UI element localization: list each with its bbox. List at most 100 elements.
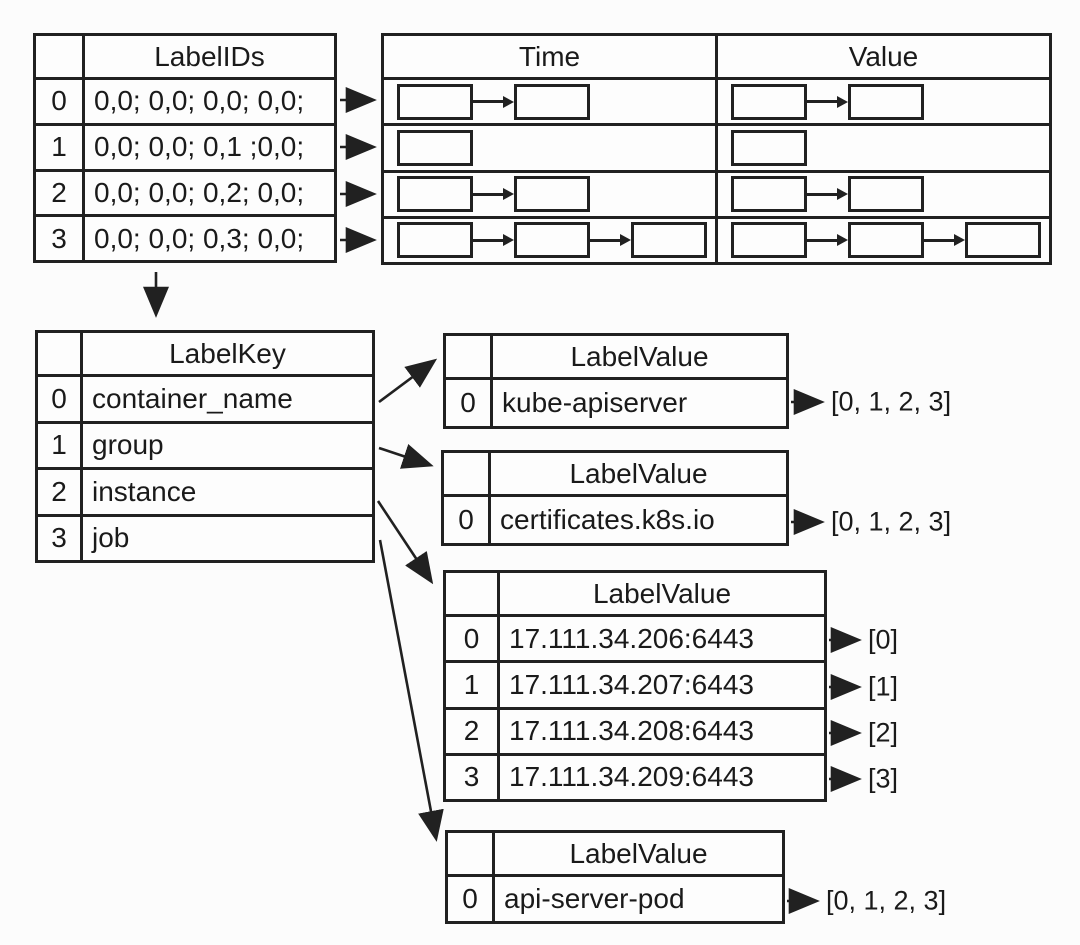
row-index: 1	[38, 423, 83, 467]
row-index: 2	[446, 709, 500, 753]
postings-list: [1]	[868, 671, 899, 702]
chunks-header-row: Time Value	[384, 36, 1049, 77]
chunk-box	[731, 83, 807, 120]
labelkey-row: 1 group	[38, 420, 372, 467]
chunks-row-0	[384, 77, 1049, 124]
index-header-cell	[448, 833, 495, 874]
labelids-row: 1 0,0; 0,0; 0,1 ;0,0;	[36, 122, 334, 169]
time-chunk-chain	[384, 80, 718, 124]
labelvalue-header-row: LabelValue	[448, 833, 782, 874]
time-chunk-chain	[384, 218, 718, 262]
chunk-box	[397, 222, 473, 259]
labelvalue-value: api-server-pod	[504, 883, 685, 914]
labelkey-row: 3 job	[38, 513, 372, 560]
arrow-group-to-labelvalue	[378, 444, 434, 469]
labelvalue-value: kube-apiserver	[502, 387, 688, 418]
chunk-box	[514, 176, 590, 213]
chunks-table: Time Value	[381, 33, 1052, 265]
chunk-box	[731, 129, 807, 166]
chunk-box	[731, 176, 807, 213]
labelvalue-header-row: LabelValue	[446, 573, 824, 614]
chunk-box	[731, 222, 807, 259]
chunk-link-arrow	[807, 100, 838, 104]
labelvalue-header: LabelValue	[569, 457, 708, 489]
labelkey-name: instance	[92, 475, 197, 507]
chunk-box	[848, 83, 924, 120]
row-index: 3	[38, 516, 83, 560]
labelvalue-table-instance: LabelValue 0 17.111.34.206:6443 1 17.111…	[443, 570, 827, 802]
index-header-cell	[36, 36, 85, 77]
chunk-box	[965, 222, 1041, 259]
labelkey-header: LabelKey	[169, 337, 286, 369]
labelvalue-row: 0 17.111.34.206:6443	[446, 614, 824, 661]
labelvalue-row: 0 certificates.k8s.io	[444, 494, 786, 543]
labelids-row: 0 0,0; 0,0; 0,0; 0,0;	[36, 77, 334, 123]
labelvalue-header-row: LabelValue	[446, 336, 786, 377]
row-index: 0	[36, 80, 85, 123]
labelkey-header-row: LabelKey	[38, 333, 372, 374]
chunk-box	[514, 83, 590, 120]
index-header-cell	[444, 453, 491, 494]
chunk-link-arrow	[473, 192, 504, 196]
postings-list: [2]	[868, 717, 899, 748]
row-index: 0	[446, 380, 493, 426]
labelvalue-header-row: LabelValue	[444, 453, 786, 494]
labelvalue-header: LabelValue	[569, 837, 708, 869]
value-chunk-chain	[718, 126, 1049, 169]
value-chunk-chain	[718, 173, 1049, 216]
row-index: 0	[446, 617, 500, 661]
labelids-value: 0,0; 0,0; 0,3; 0,0;	[94, 222, 305, 254]
value-header: Value	[848, 40, 919, 72]
labelvalue-header: LabelValue	[592, 577, 732, 609]
chunk-link-arrow	[807, 238, 838, 242]
labelvalue-row: 0 kube-apiserver	[446, 377, 786, 426]
labelids-header-row: LabelIDs	[36, 36, 334, 77]
labelvalue-table-container-name: LabelValue 0 kube-apiserver	[443, 333, 789, 429]
chunk-box	[397, 176, 473, 213]
labelvalue-table-job: LabelValue 0 api-server-pod	[445, 830, 785, 924]
chunk-link-arrow	[807, 192, 838, 196]
time-chunk-chain	[384, 126, 718, 170]
row-index: 0	[38, 377, 83, 421]
labelvalue-value: 17.111.34.206:6443	[509, 622, 754, 654]
row-index: 1	[446, 663, 500, 707]
labelvalue-row: 2 17.111.34.208:6443	[446, 706, 824, 753]
index-header-cell	[446, 573, 500, 614]
arrow-instance-to-labelvalue	[376, 500, 434, 585]
labelkey-row: 2 instance	[38, 467, 372, 514]
labelvalue-value: 17.111.34.208:6443	[509, 715, 754, 747]
labelvalue-header: LabelValue	[570, 340, 709, 372]
postings-list: [3]	[868, 763, 899, 794]
labelids-header: LabelIDs	[154, 40, 265, 72]
chunks-row-3	[384, 215, 1049, 262]
chunks-row-2	[384, 169, 1049, 216]
labelkey-name: group	[92, 429, 164, 461]
labelvalue-value: 17.111.34.207:6443	[509, 668, 754, 700]
labelvalue-value: certificates.k8s.io	[500, 504, 715, 535]
labelvalue-value: 17.111.34.209:6443	[509, 761, 754, 793]
arrow-job-to-labelvalue	[378, 539, 444, 842]
labelvalue-row: 1 17.111.34.207:6443	[446, 660, 824, 707]
labelids-value: 0,0; 0,0; 0,1 ;0,0;	[94, 131, 305, 163]
row-index: 2	[38, 470, 83, 514]
chunk-box	[631, 222, 707, 259]
labelvalue-row: 3 17.111.34.209:6443	[446, 752, 824, 799]
index-header-cell	[38, 333, 83, 374]
postings-list: [0, 1, 2, 3]	[831, 506, 952, 537]
row-index: 3	[446, 755, 500, 799]
chunks-row-1	[384, 123, 1049, 170]
labelids-value: 0,0; 0,0; 0,2; 0,0;	[94, 176, 305, 208]
chunk-link-arrow	[473, 238, 504, 242]
time-chunk-chain	[384, 172, 718, 216]
arrow-containername-to-labelvalue	[378, 358, 438, 404]
labelids-value: 0,0; 0,0; 0,0; 0,0;	[94, 85, 305, 117]
chunk-box	[848, 222, 924, 259]
postings-list: [0, 1, 2, 3]	[826, 885, 947, 916]
chunk-box	[514, 222, 590, 259]
chunk-box	[848, 176, 924, 213]
labelids-table: LabelIDs 0 0,0; 0,0; 0,0; 0,0; 1 0,0; 0,…	[33, 33, 337, 263]
labelvalue-table-group: LabelValue 0 certificates.k8s.io	[441, 450, 789, 546]
postings-list: [0]	[868, 624, 899, 655]
time-header: Time	[384, 36, 718, 77]
